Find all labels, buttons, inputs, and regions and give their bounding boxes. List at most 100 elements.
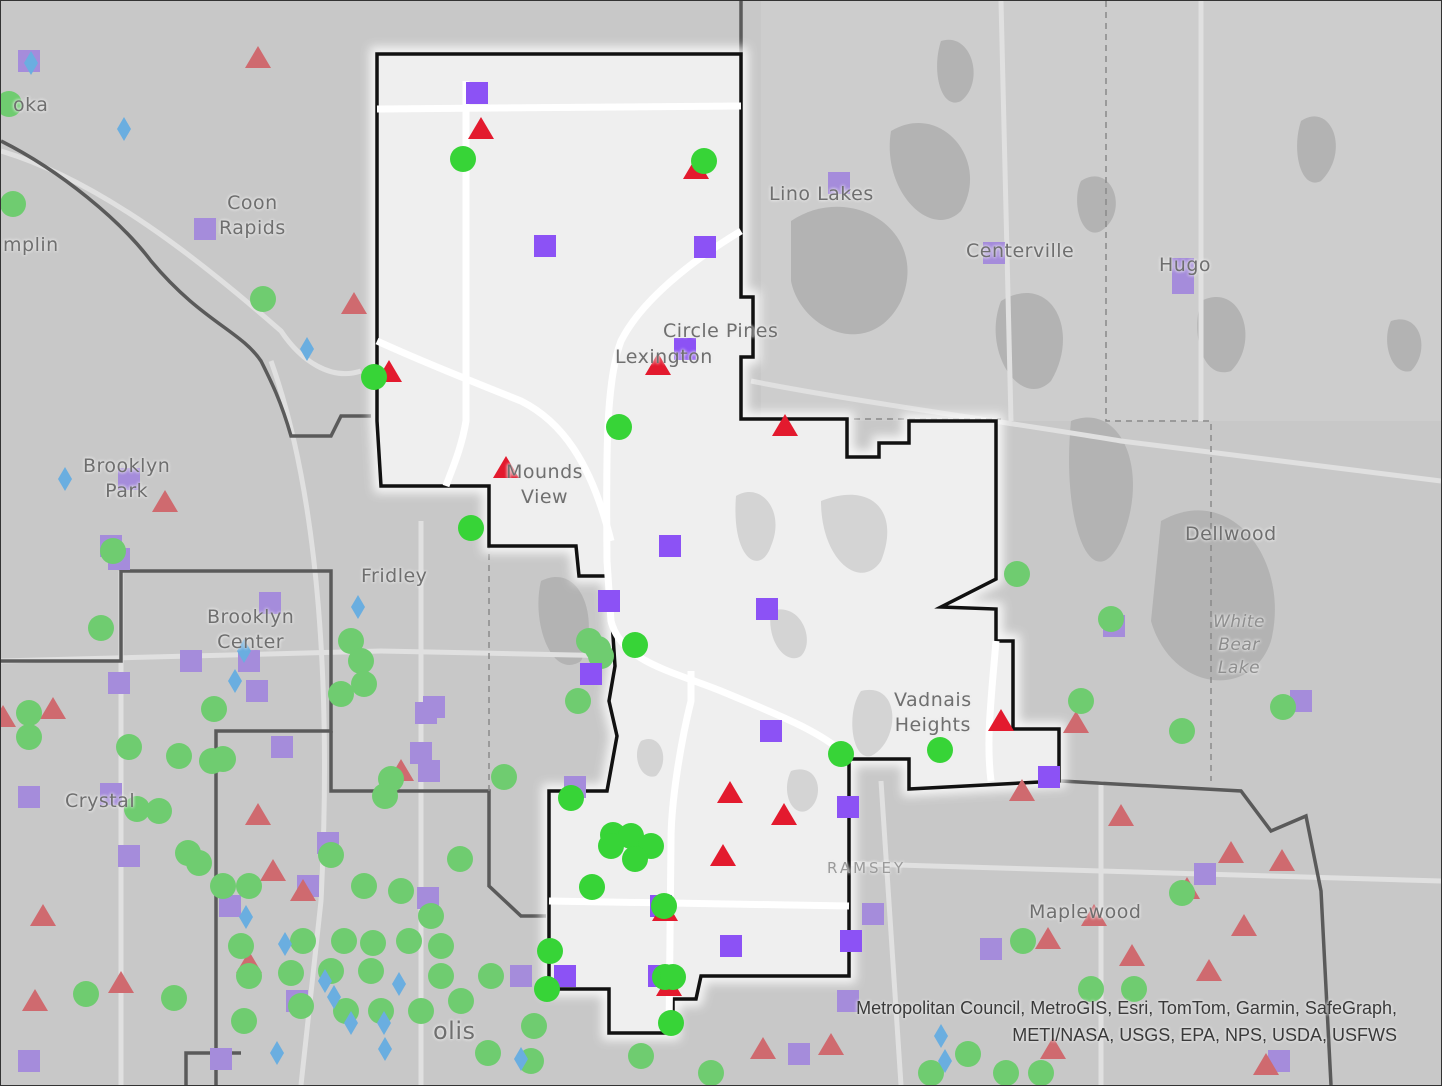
circle-marker-icon[interactable] (161, 985, 187, 1011)
circle-marker-icon[interactable] (828, 741, 854, 767)
circle-marker-icon[interactable] (166, 743, 192, 769)
circle-marker-icon[interactable] (1, 191, 26, 217)
circle-marker-icon[interactable] (598, 833, 624, 859)
diamond-marker-icon[interactable] (237, 639, 251, 663)
circle-marker-icon[interactable] (318, 842, 344, 868)
triangle-marker-icon[interactable] (818, 1033, 844, 1055)
square-marker-icon[interactable] (108, 672, 130, 694)
circle-marker-icon[interactable] (1078, 976, 1104, 1002)
circle-marker-icon[interactable] (651, 893, 677, 919)
triangle-marker-icon[interactable] (1081, 904, 1107, 926)
diamond-marker-icon[interactable] (318, 969, 332, 993)
circle-marker-icon[interactable] (658, 1010, 684, 1036)
circle-marker-icon[interactable] (918, 1060, 944, 1085)
circle-marker-icon[interactable] (478, 963, 504, 989)
square-marker-icon[interactable] (246, 680, 268, 702)
circle-marker-icon[interactable] (360, 930, 386, 956)
circle-marker-icon[interactable] (1028, 1060, 1054, 1085)
diamond-marker-icon[interactable] (278, 932, 292, 956)
circle-marker-icon[interactable] (73, 981, 99, 1007)
triangle-marker-icon[interactable] (1218, 841, 1244, 863)
square-marker-icon[interactable] (18, 1050, 40, 1072)
triangle-marker-icon[interactable] (341, 292, 367, 314)
square-marker-icon[interactable] (418, 760, 440, 782)
triangle-marker-icon[interactable] (30, 904, 56, 926)
circle-marker-icon[interactable] (278, 960, 304, 986)
circle-marker-icon[interactable] (1169, 718, 1195, 744)
circle-marker-icon[interactable] (16, 700, 42, 726)
diamond-marker-icon[interactable] (344, 1011, 358, 1035)
circle-marker-icon[interactable] (660, 964, 686, 990)
square-marker-icon[interactable] (983, 242, 1005, 264)
diamond-marker-icon[interactable] (270, 1041, 284, 1065)
circle-marker-icon[interactable] (558, 785, 584, 811)
circle-marker-icon[interactable] (1098, 606, 1124, 632)
circle-marker-icon[interactable] (338, 628, 364, 654)
diamond-marker-icon[interactable] (514, 1047, 528, 1071)
triangle-marker-icon[interactable] (40, 697, 66, 719)
circle-marker-icon[interactable] (288, 993, 314, 1019)
diamond-marker-icon[interactable] (58, 467, 72, 491)
circle-marker-icon[interactable] (100, 538, 126, 564)
circle-marker-icon[interactable] (521, 1013, 547, 1039)
square-marker-icon[interactable] (980, 938, 1002, 960)
triangle-marker-icon[interactable] (245, 46, 271, 68)
circle-marker-icon[interactable] (1010, 928, 1036, 954)
square-marker-icon[interactable] (118, 468, 140, 490)
circle-marker-icon[interactable] (236, 873, 262, 899)
circle-marker-icon[interactable] (450, 146, 476, 172)
square-marker-icon[interactable] (674, 338, 696, 360)
square-marker-icon[interactable] (510, 965, 532, 987)
circle-marker-icon[interactable] (388, 878, 414, 904)
circle-marker-icon[interactable] (1, 91, 22, 117)
square-marker-icon[interactable] (580, 663, 602, 685)
circle-marker-icon[interactable] (622, 632, 648, 658)
diamond-marker-icon[interactable] (938, 1049, 952, 1073)
circle-marker-icon[interactable] (458, 515, 484, 541)
circle-marker-icon[interactable] (691, 148, 717, 174)
square-marker-icon[interactable] (598, 590, 620, 612)
square-marker-icon[interactable] (1194, 863, 1216, 885)
circle-marker-icon[interactable] (88, 615, 114, 641)
circle-marker-icon[interactable] (236, 963, 262, 989)
triangle-marker-icon[interactable] (1119, 944, 1145, 966)
triangle-marker-icon[interactable] (1035, 927, 1061, 949)
circle-marker-icon[interactable] (588, 643, 614, 669)
circle-marker-icon[interactable] (351, 671, 377, 697)
square-marker-icon[interactable] (1172, 272, 1194, 294)
triangle-marker-icon[interactable] (645, 353, 671, 375)
diamond-marker-icon[interactable] (351, 595, 365, 619)
triangle-marker-icon[interactable] (22, 989, 48, 1011)
triangle-marker-icon[interactable] (1253, 1053, 1279, 1075)
triangle-marker-icon[interactable] (468, 117, 494, 139)
diamond-marker-icon[interactable] (377, 1011, 391, 1035)
triangle-marker-icon[interactable] (1196, 959, 1222, 981)
diamond-marker-icon[interactable] (934, 1024, 948, 1048)
circle-marker-icon[interactable] (618, 823, 644, 849)
square-marker-icon[interactable] (862, 903, 884, 925)
square-marker-icon[interactable] (720, 935, 742, 957)
circle-marker-icon[interactable] (622, 846, 648, 872)
square-marker-icon[interactable] (100, 783, 122, 805)
circle-marker-icon[interactable] (1004, 561, 1030, 587)
circle-marker-icon[interactable] (146, 798, 172, 824)
circle-marker-icon[interactable] (606, 414, 632, 440)
triangle-marker-icon[interactable] (108, 971, 134, 993)
circle-marker-icon[interactable] (358, 958, 384, 984)
triangle-marker-icon[interactable] (1108, 804, 1134, 826)
circle-marker-icon[interactable] (210, 746, 236, 772)
circle-marker-icon[interactable] (927, 737, 953, 763)
diamond-marker-icon[interactable] (392, 972, 406, 996)
square-marker-icon[interactable] (210, 1048, 232, 1070)
triangle-marker-icon[interactable] (750, 1037, 776, 1059)
circle-marker-icon[interactable] (534, 976, 560, 1002)
circle-marker-icon[interactable] (408, 998, 434, 1024)
triangle-marker-icon[interactable] (1009, 779, 1035, 801)
triangle-marker-icon[interactable] (493, 456, 519, 478)
triangle-marker-icon[interactable] (1063, 711, 1089, 733)
square-marker-icon[interactable] (259, 592, 281, 614)
square-marker-icon[interactable] (840, 930, 862, 952)
circle-marker-icon[interactable] (475, 1040, 501, 1066)
circle-marker-icon[interactable] (993, 1060, 1019, 1085)
